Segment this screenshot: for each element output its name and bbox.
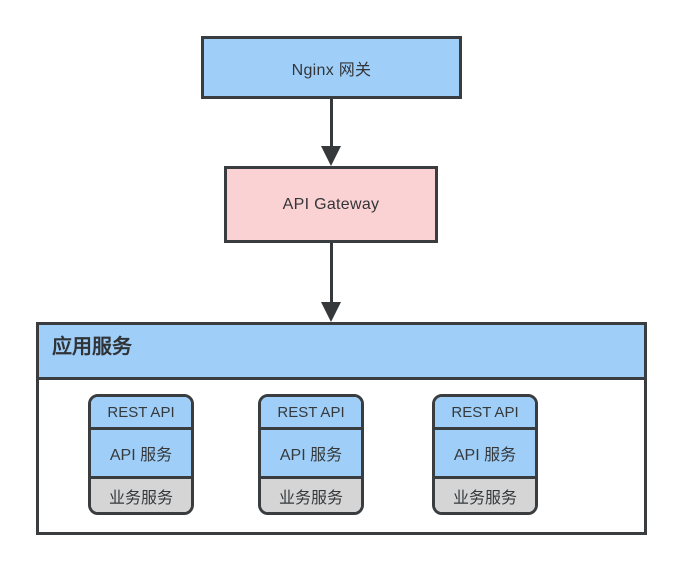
service-stack: REST API API 服务 业务服务 bbox=[258, 394, 364, 515]
service-stack-layer-rest-api: REST API bbox=[435, 397, 535, 430]
service-stack-layer-rest-api: REST API bbox=[91, 397, 191, 430]
service-stack-layer-api-service: API 服务 bbox=[435, 430, 535, 479]
service-stack-layer-api-service: API 服务 bbox=[261, 430, 361, 479]
api-gateway-node: API Gateway bbox=[224, 166, 438, 243]
service-stack-layer-business-service: 业务服务 bbox=[435, 479, 535, 512]
app-services-title: 应用服务 bbox=[52, 336, 132, 358]
service-stack-layer-api-service: API 服务 bbox=[91, 430, 191, 479]
arrow-line bbox=[330, 99, 333, 147]
arrow-line bbox=[330, 243, 333, 303]
service-stack: REST API API 服务 业务服务 bbox=[432, 394, 538, 515]
service-stack-layer-business-service: 业务服务 bbox=[261, 479, 361, 512]
app-services-container: 应用服务 REST API API 服务 业务服务 REST API API 服… bbox=[36, 322, 647, 535]
nginx-gateway-node: Nginx 网关 bbox=[201, 36, 462, 99]
app-services-header: 应用服务 bbox=[39, 325, 644, 380]
nginx-gateway-label: Nginx 网关 bbox=[291, 61, 372, 79]
service-stack: REST API API 服务 业务服务 bbox=[88, 394, 194, 515]
service-stack-layer-business-service: 业务服务 bbox=[91, 479, 191, 512]
arrow-down-head bbox=[321, 302, 341, 322]
api-gateway-label: API Gateway bbox=[282, 195, 380, 213]
service-stack-layer-rest-api: REST API bbox=[261, 397, 361, 430]
arrow-down-head bbox=[321, 146, 341, 166]
